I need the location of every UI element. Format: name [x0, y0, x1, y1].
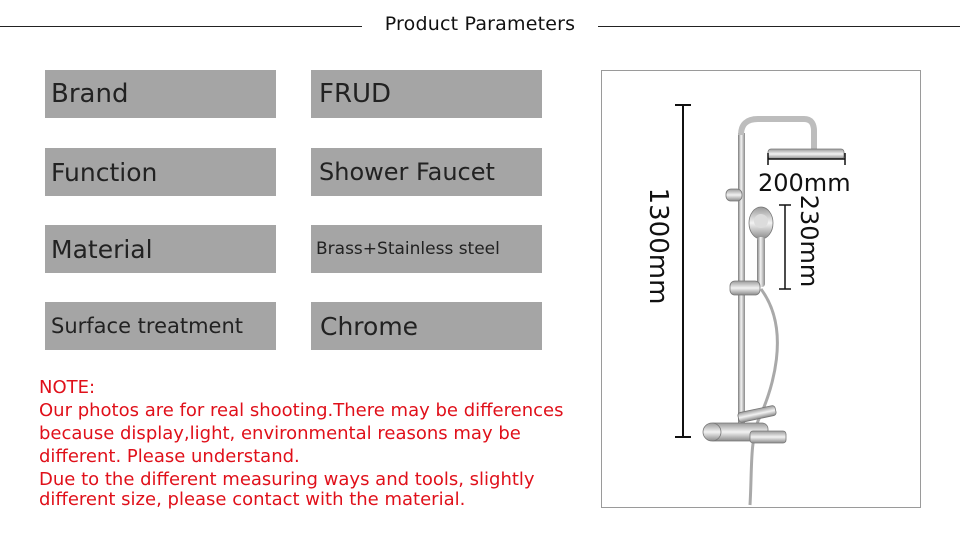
param-label-text: Material	[51, 234, 153, 264]
note-paragraph-2: Due to the different measuring ways and …	[39, 469, 535, 510]
param-value-surface: Chrome	[311, 302, 542, 350]
note-block: NOTE: Our photos are for real shooting.T…	[39, 376, 579, 510]
param-value-text: Shower Faucet	[319, 158, 495, 186]
page-title: Product Parameters	[362, 13, 598, 35]
header-rule-right	[594, 26, 960, 27]
dimension-height-label: 1300mm	[643, 187, 673, 305]
param-value-text: Brass+Stainless steel	[316, 239, 500, 259]
param-value-function: Shower Faucet	[311, 148, 542, 196]
product-photo: 1300mm 200mm 230mm	[601, 70, 921, 508]
param-label-material: Material	[45, 225, 276, 273]
param-label-surface: Surface treatment	[45, 302, 276, 350]
note-paragraph-1: Our photos are for real shooting.There m…	[39, 400, 564, 467]
note-heading: NOTE:	[39, 377, 96, 398]
dimension-head-width-label: 200mm	[758, 169, 851, 197]
param-label-text: Brand	[51, 79, 129, 109]
shower-set-illustration	[675, 104, 846, 506]
param-value-material: Brass+Stainless steel	[311, 225, 542, 273]
param-label-brand: Brand	[45, 70, 276, 118]
header-rule-left	[0, 26, 366, 27]
param-label-text: Function	[51, 157, 158, 187]
dimension-hand-shower-label: 230mm	[795, 194, 823, 288]
param-value-brand: FRUD	[311, 70, 542, 118]
param-label-function: Function	[45, 148, 276, 196]
param-value-text: FRUD	[319, 79, 392, 109]
param-value-text: Chrome	[320, 311, 419, 341]
param-label-text: Surface treatment	[51, 314, 244, 338]
